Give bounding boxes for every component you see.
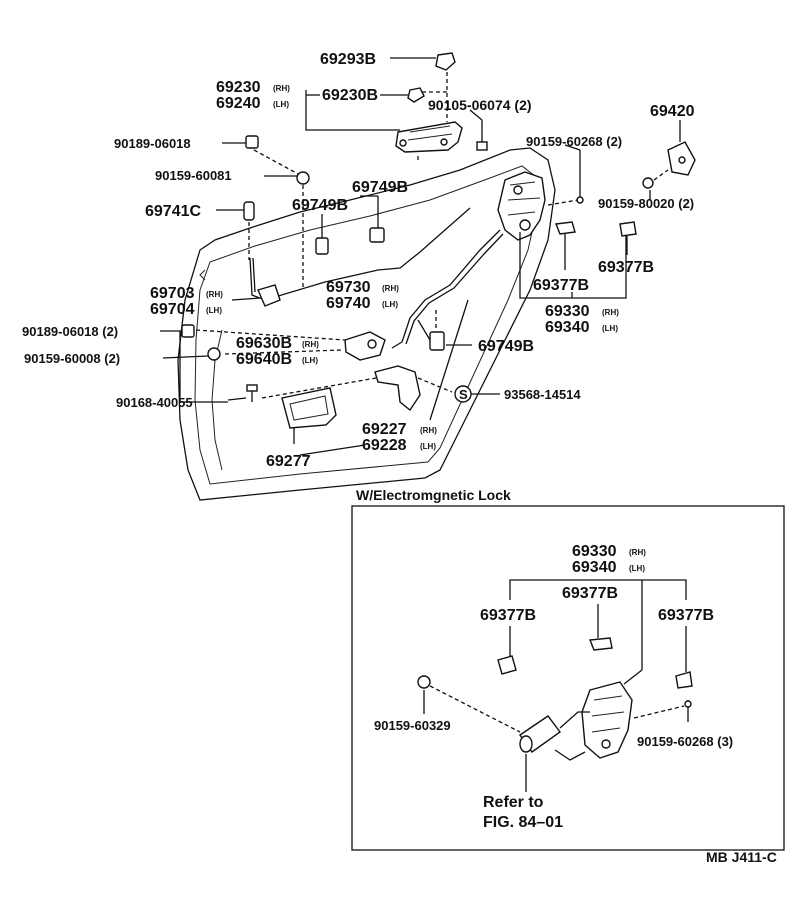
svg-text:(RH): (RH) — [420, 426, 437, 435]
clip-69749b-c-part — [429, 331, 445, 351]
label-90189-06018-2: 90189-06018 (2) — [22, 324, 118, 339]
screw-90159-60268-part — [547, 185, 584, 206]
svg-text:(LH): (LH) — [382, 300, 398, 309]
clip-90189-06018-part — [181, 324, 195, 338]
label-69230b: 69230B — [322, 87, 378, 104]
leader-69230 — [305, 90, 400, 131]
inset-clip-right — [675, 671, 693, 689]
label-90189-06018: 90189-06018 — [114, 136, 191, 151]
label-69749b-c: 69749B — [478, 338, 534, 355]
screw-90159-60081-part — [296, 171, 310, 290]
screw-90159-60008-part — [207, 347, 221, 361]
inset-screw-90159-60268 — [633, 700, 692, 722]
label-93568: 93568-14514 — [504, 387, 581, 402]
inset-door-lock — [581, 681, 633, 759]
rod-clip-69230b-part — [407, 87, 425, 103]
inset-screw-90159-60329 — [417, 675, 521, 733]
label-69293b: 69293B — [320, 51, 376, 68]
clip-90189-top-part — [245, 135, 301, 176]
label-69377b-a: 69377B — [533, 277, 589, 294]
label-69228: 69228 — [362, 437, 407, 454]
outside-handle-part — [395, 121, 463, 153]
clip-69377b-b-part — [619, 221, 637, 237]
label-69740: 69740 — [326, 295, 371, 312]
label-69230: 69230 — [216, 79, 261, 96]
screw-90159-80020-part — [642, 169, 669, 189]
electromagnetic-lock-inset: W/Electromgnetic Lock 69330 (RH) 69340 (… — [351, 487, 785, 851]
inset-label-90159-60329: 90159-60329 — [374, 718, 451, 733]
inside-handle-69227-part — [374, 365, 421, 412]
clip-69749b-a-part — [369, 227, 385, 243]
svg-text:(RH): (RH) — [629, 548, 646, 557]
solid-leaders — [160, 109, 681, 456]
inset-clip-left — [497, 655, 517, 675]
inside-handle-bezel-69277-part — [281, 387, 337, 444]
inset-label-90159-60268: 90159-60268 (3) — [637, 734, 733, 749]
pin-69741c-part — [243, 201, 255, 260]
inset-fig-ref: FIG. 84–01 — [483, 814, 563, 831]
svg-text:(LH): (LH) — [420, 442, 436, 451]
inset-label-69340: 69340 — [572, 559, 617, 576]
main-labels: 69293B 69230 (RH) 69240 (LH) 69230B 9010… — [22, 51, 695, 470]
label-69420: 69420 — [650, 103, 695, 120]
leader-69330 — [519, 232, 627, 299]
lock-rod-69703-part — [249, 207, 471, 307]
label-90159-80020: 90159-80020 (2) — [598, 196, 694, 211]
label-90159-60081: 90159-60081 — [155, 168, 232, 183]
svg-text:(RH): (RH) — [206, 290, 223, 299]
inset-clip-mid — [589, 637, 613, 651]
inset-label-69330: 69330 — [572, 543, 617, 560]
inset-label-69377b-left: 69377B — [480, 607, 536, 624]
inset-label-69377b-mid: 69377B — [562, 585, 618, 602]
svg-text:(RH): (RH) — [273, 84, 290, 93]
label-69704: 69704 — [150, 301, 195, 318]
label-69240: 69240 — [216, 95, 261, 112]
svg-text:(LH): (LH) — [602, 324, 618, 333]
svg-text:S: S — [459, 387, 468, 402]
svg-text:(LH): (LH) — [629, 564, 645, 573]
clip-69749b-b-part — [315, 237, 329, 255]
label-69703: 69703 — [150, 285, 195, 302]
label-69749b-a: 69749B — [352, 179, 408, 196]
rod-69730-part — [391, 229, 504, 349]
bolt-90105-part — [476, 120, 488, 151]
label-69330: 69330 — [545, 303, 590, 320]
clip-69377b-a-part — [555, 221, 576, 235]
svg-text:(RH): (RH) — [382, 284, 399, 293]
lock-lever-69630b-part — [344, 331, 386, 361]
svg-text:(RH): (RH) — [602, 308, 619, 317]
svg-text:(RH): (RH) — [302, 340, 319, 349]
inset-refer-to: Refer to — [483, 794, 544, 811]
label-69730: 69730 — [326, 279, 371, 296]
label-90168: 90168-40055 — [116, 395, 193, 410]
sealant-symbol: S — [454, 385, 472, 403]
label-69277: 69277 — [266, 453, 311, 470]
label-69749b-b: 69749B — [292, 197, 348, 214]
label-69227: 69227 — [362, 421, 407, 438]
label-69377b-b: 69377B — [598, 259, 654, 276]
label-69741c: 69741C — [145, 203, 201, 220]
label-69640b: 69640B — [236, 351, 292, 368]
door-lock-assembly-part — [497, 171, 546, 241]
label-90159-60268: 90159-60268 (2) — [526, 134, 622, 149]
screw-90168-40055-part — [246, 384, 258, 402]
svg-text:(LH): (LH) — [302, 356, 318, 365]
inset-title: W/Electromgnetic Lock — [356, 487, 511, 503]
label-69340: 69340 — [545, 319, 590, 336]
svg-text:(LH): (LH) — [206, 306, 222, 315]
svg-text:(LH): (LH) — [273, 100, 289, 109]
label-90105: 90105-06074 (2) — [428, 97, 532, 113]
label-69630b: 69630B — [236, 335, 292, 352]
diagram-code: MB J411-C — [706, 849, 777, 865]
dashed-leaders — [195, 91, 453, 399]
inset-actuator — [519, 711, 590, 761]
clip-69293b-part — [435, 52, 456, 122]
bracket-69420-part — [667, 141, 696, 176]
inset-label-69377b-right: 69377B — [658, 607, 714, 624]
label-90159-60008: 90159-60008 (2) — [24, 351, 120, 366]
